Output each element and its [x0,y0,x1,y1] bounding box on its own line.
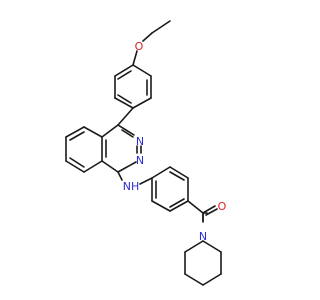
amine-linker [117,171,153,185]
carbonyl-group [187,200,218,223]
phenyl-ring-top [114,64,152,109]
piperidine-n-label: N [199,230,207,243]
diazine-n-bottom-label: N [136,154,144,167]
molecule-canvas: O N N NH O N [65,20,227,286]
ether-oxygen-label: O [135,40,144,53]
phenylene-ring [151,166,189,212]
carbonyl-oxygen-label: O [218,200,227,213]
ethoxy-group [132,20,171,66]
phthalazine-core [65,124,142,173]
diazine-n-top-label: N [136,135,144,148]
aryl-link-bond [117,107,134,126]
structure-diagram: O N N NH O N [65,20,227,286]
piperidine-ring [184,240,222,286]
amine-label: NH [123,180,140,193]
